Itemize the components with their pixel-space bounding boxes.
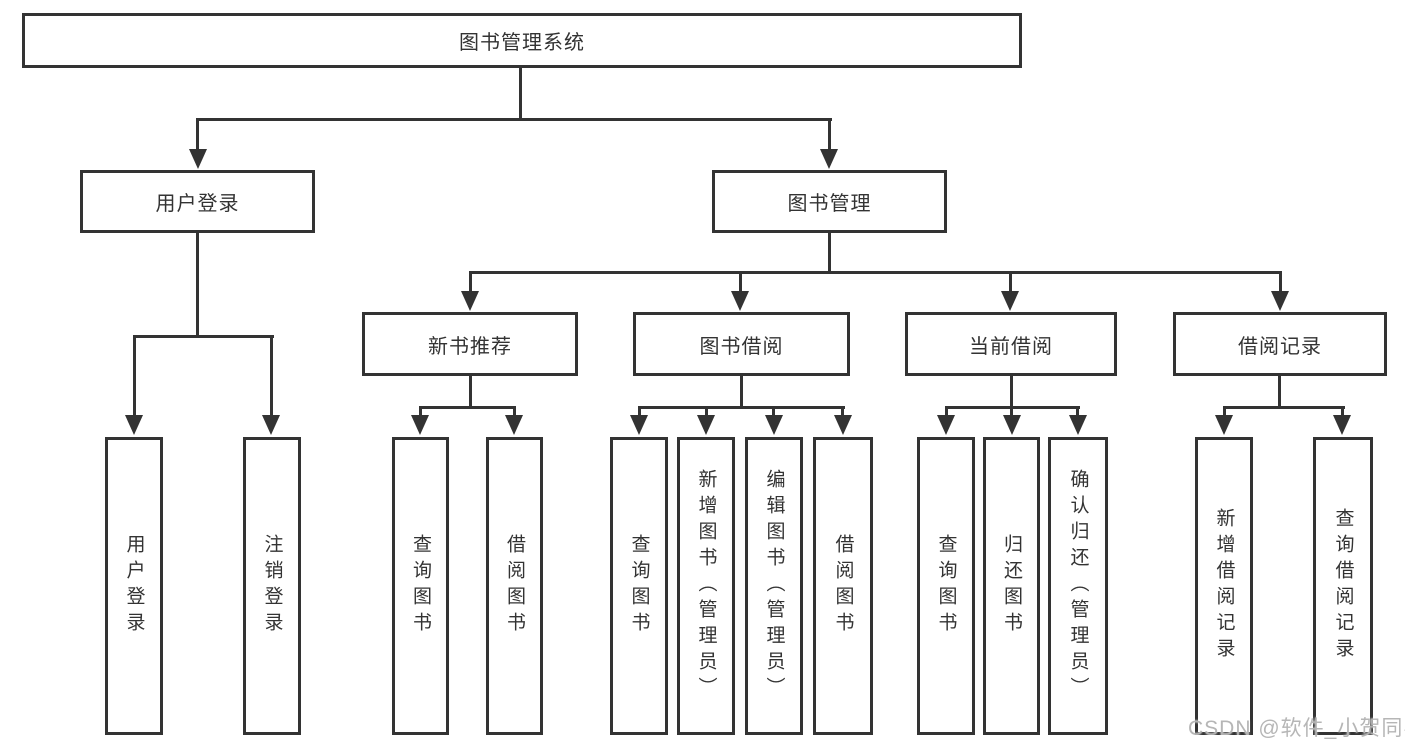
arrowhead-down-icon: [1003, 415, 1021, 435]
arrowhead-down-icon: [1333, 415, 1351, 435]
leaf-add-book-admin: 新增图书（管理员）: [677, 437, 735, 735]
arrowhead-down-icon: [411, 415, 429, 435]
connector-line: [513, 408, 516, 417]
connector-line: [1278, 376, 1281, 408]
leaf-label: 归还图书: [1001, 534, 1022, 638]
arrowhead-down-icon: [834, 415, 852, 435]
node-book-borrowing: 图书借阅: [633, 312, 850, 376]
connector-line: [1009, 273, 1012, 292]
node-borrowing-records: 借阅记录: [1173, 312, 1387, 376]
arrowhead-down-icon: [1271, 291, 1289, 311]
leaf-label: 查询借阅记录: [1332, 508, 1354, 664]
connector-line: [1076, 408, 1079, 417]
arrowhead-down-icon: [765, 415, 783, 435]
connector-line: [638, 406, 845, 409]
node-book-management: 图书管理: [712, 170, 947, 233]
connector-line: [828, 233, 831, 273]
connector-line: [419, 406, 516, 409]
arrowhead-down-icon: [1069, 415, 1087, 435]
leaf-add-borrow-record: 新增借阅记录: [1195, 437, 1253, 735]
leaf-label: 注销登录: [261, 534, 283, 638]
leaf-borrow-books-recommend: 借阅图书: [486, 437, 543, 735]
leaf-label: 用户登录: [123, 534, 145, 638]
leaf-return-book: 归还图书: [983, 437, 1040, 735]
connector-line: [270, 337, 273, 417]
connector-line: [740, 376, 743, 408]
arrowhead-down-icon: [262, 415, 280, 435]
connector-line: [1223, 406, 1345, 409]
arrowhead-down-icon: [820, 149, 838, 169]
connector-line: [945, 408, 948, 417]
leaf-label: 确认归还（管理员）: [1067, 469, 1089, 703]
leaf-confirm-return-admin: 确认归还（管理员）: [1048, 437, 1108, 735]
leaf-user-login: 用户登录: [105, 437, 163, 735]
leaf-query-borrow-record: 查询借阅记录: [1313, 437, 1373, 735]
leaf-query-books-recommend: 查询图书: [392, 437, 449, 735]
arrowhead-down-icon: [1001, 291, 1019, 311]
arrowhead-down-icon: [630, 415, 648, 435]
connector-line: [1279, 273, 1282, 292]
connector-line: [1010, 408, 1013, 417]
arrowhead-down-icon: [1215, 415, 1233, 435]
csdn-watermark: CSDN @软件_小贺同学: [1188, 717, 1405, 740]
arrowhead-down-icon: [125, 415, 143, 435]
connector-line: [469, 273, 472, 292]
connector-line: [705, 408, 708, 417]
node-root-library-system: 图书管理系统: [22, 13, 1022, 68]
leaf-label: 查询图书: [628, 534, 650, 638]
leaf-query-books-borrowing: 查询图书: [610, 437, 668, 735]
node-user-login: 用户登录: [80, 170, 315, 233]
leaf-label: 编辑图书（管理员）: [763, 469, 785, 703]
arrowhead-down-icon: [697, 415, 715, 435]
connector-line: [945, 406, 1080, 409]
leaf-logout: 注销登录: [243, 437, 301, 735]
connector-line: [196, 120, 199, 151]
connector-line: [1010, 376, 1013, 408]
leaf-label: 借阅图书: [832, 534, 854, 638]
leaf-edit-book-admin: 编辑图书（管理员）: [745, 437, 803, 735]
arrowhead-down-icon: [731, 291, 749, 311]
connector-line: [133, 335, 274, 338]
connector-line: [828, 120, 831, 151]
connector-line: [133, 337, 136, 417]
arrowhead-down-icon: [505, 415, 523, 435]
arrowhead-down-icon: [937, 415, 955, 435]
leaf-label: 查询图书: [935, 534, 957, 638]
leaf-label: 新增借阅记录: [1213, 508, 1235, 664]
leaf-label: 查询图书: [410, 534, 431, 638]
connector-line: [841, 408, 844, 417]
arrowhead-down-icon: [461, 291, 479, 311]
connector-line: [469, 271, 1282, 274]
connector-line: [196, 233, 199, 337]
leaf-borrow-books-borrowing: 借阅图书: [813, 437, 873, 735]
leaf-query-books-current: 查询图书: [917, 437, 975, 735]
node-current-borrowing: 当前借阅: [905, 312, 1117, 376]
connector-line: [419, 408, 422, 417]
node-new-book-recommend: 新书推荐: [362, 312, 578, 376]
connector-line: [1223, 408, 1226, 417]
connector-line: [772, 408, 775, 417]
leaf-label: 借阅图书: [504, 534, 525, 638]
connector-line: [739, 273, 742, 292]
leaf-label: 新增图书（管理员）: [695, 469, 717, 703]
connector-line: [638, 408, 641, 417]
connector-line: [1341, 408, 1344, 417]
connector-line: [469, 376, 472, 408]
connector-line: [519, 68, 522, 120]
connector-line: [196, 118, 832, 121]
arrowhead-down-icon: [189, 149, 207, 169]
